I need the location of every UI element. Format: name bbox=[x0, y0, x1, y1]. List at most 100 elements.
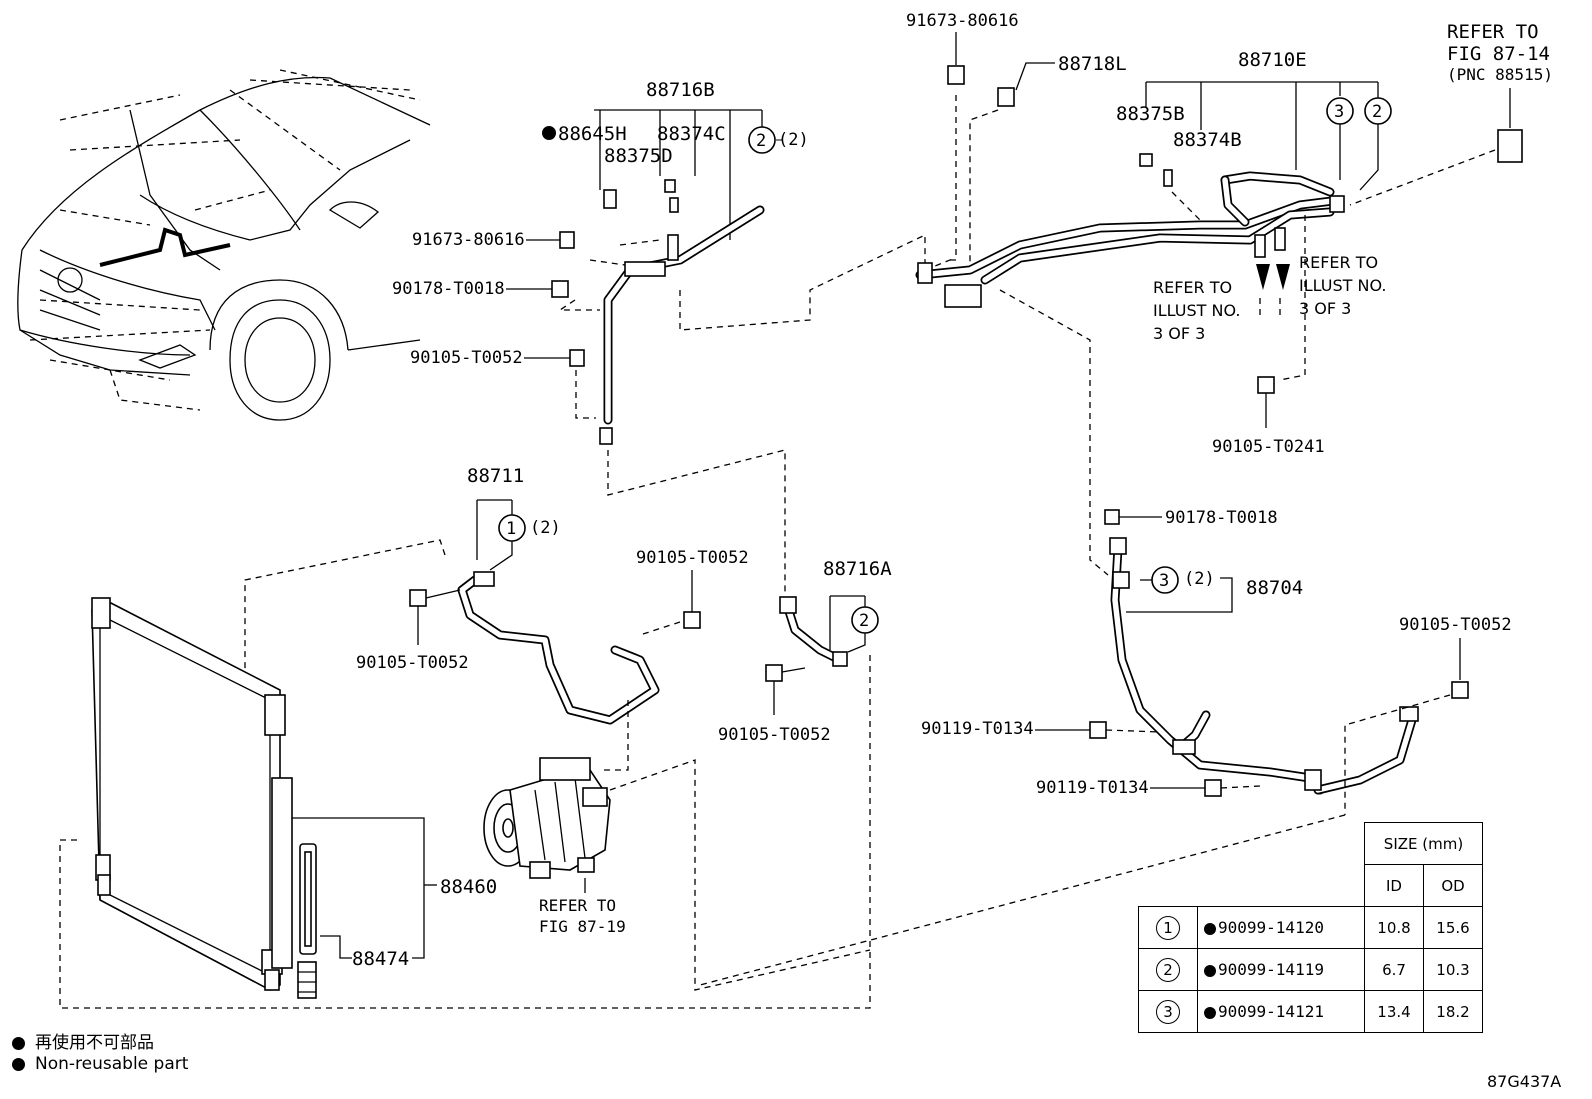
cap-part bbox=[1139, 153, 1153, 167]
valve-core-part bbox=[1163, 169, 1173, 187]
pipe-end bbox=[473, 571, 495, 587]
label-90119-T0134-a: 90119-T0134 bbox=[921, 719, 1034, 739]
bolt-part bbox=[947, 65, 965, 85]
bolt-part bbox=[569, 349, 585, 367]
pipe-end bbox=[1109, 537, 1127, 555]
size-header: SIZE (mm) bbox=[1364, 822, 1483, 865]
block-fitting bbox=[944, 284, 982, 308]
col-od-header: OD bbox=[1423, 864, 1483, 907]
col-id-header: ID bbox=[1364, 864, 1424, 907]
bolt-part bbox=[683, 611, 701, 629]
cap-part bbox=[664, 179, 676, 193]
non-reusable-dot bbox=[1204, 1006, 1216, 1019]
pnc-88515-text: (PNC 88515) bbox=[1447, 65, 1553, 84]
non-reusable-dot bbox=[12, 1036, 25, 1050]
three-of-three-text: 3 OF 3 bbox=[1299, 299, 1351, 318]
table-row: 2 90099-14119 6.7 10.3 bbox=[1138, 948, 1483, 991]
label-90105-T0052: 90105-T0052 bbox=[410, 348, 523, 368]
legend-text-jp: 再使用不可部品 bbox=[35, 1033, 154, 1053]
label-90105-T0052-e: 90105-T0052 bbox=[1399, 615, 1512, 635]
label-88711: 88711 bbox=[467, 465, 524, 487]
table-row: 3 90099-14121 13.4 18.2 bbox=[1138, 990, 1483, 1033]
label-90119-T0134-b: 90119-T0134 bbox=[1036, 778, 1149, 798]
bolt-part bbox=[1204, 779, 1222, 797]
fig-87-19-text: FIG 87-19 bbox=[539, 917, 626, 936]
label-88460: 88460 bbox=[440, 876, 497, 898]
pipe-end bbox=[1399, 706, 1419, 722]
bolt-part bbox=[1257, 376, 1275, 394]
figure-code: 87G437A bbox=[1487, 1072, 1562, 1091]
illust-no-text: ILLUST NO. bbox=[1153, 301, 1240, 320]
service-port bbox=[1254, 234, 1266, 258]
group-88711: 88711 1 (2) 90105-T0052 90105-T0052 bbox=[244, 465, 749, 771]
refer-to-text: REFER TO bbox=[539, 896, 616, 915]
id-value: 10.8 bbox=[1364, 906, 1424, 949]
bolt-part bbox=[409, 589, 427, 607]
pipe-bracket bbox=[624, 261, 666, 277]
od-value: 18.2 bbox=[1423, 990, 1483, 1033]
pipe-end bbox=[599, 427, 613, 445]
refer-to-text: REFER TO bbox=[1299, 253, 1378, 272]
refer-to-text: REFER TO bbox=[1447, 21, 1539, 43]
fig-87-14-text: FIG 87-14 bbox=[1447, 43, 1550, 65]
legend-text-en: Non-reusable part bbox=[35, 1054, 189, 1074]
label-90105-T0052-b: 90105-T0052 bbox=[356, 653, 469, 673]
label-88374B: 88374B bbox=[1173, 129, 1242, 151]
qty-label: (2) bbox=[778, 130, 809, 150]
circle-marker: 1 bbox=[1156, 915, 1180, 940]
circle-2-number: 2 bbox=[859, 611, 869, 631]
pipe-end bbox=[1329, 195, 1345, 213]
circle-3-number: 3 bbox=[1334, 102, 1344, 122]
sensor-part bbox=[603, 189, 617, 209]
label-88474: 88474 bbox=[352, 948, 409, 970]
circle-2-marker bbox=[748, 126, 776, 154]
label-88645H: 88645H bbox=[558, 123, 627, 145]
non-reusable-dot bbox=[1204, 922, 1216, 935]
label-90178-T0018-b: 90178-T0018 bbox=[1165, 508, 1278, 528]
pipe-block bbox=[1172, 739, 1196, 755]
pipe-end bbox=[917, 262, 933, 284]
vehicle-illustration bbox=[17, 69, 431, 421]
three-of-three-text: 3 OF 3 bbox=[1153, 324, 1205, 343]
service-valve bbox=[667, 234, 679, 261]
arrow-down-icon bbox=[1256, 264, 1270, 290]
condenser-assembly: 88460 88474 bbox=[91, 597, 497, 999]
group-88710E: 91673-80616 88718L 88710E 88375B 88374B … bbox=[906, 11, 1553, 576]
bolt-part bbox=[559, 231, 575, 249]
circle-marker: 2 bbox=[1156, 957, 1180, 982]
legend-line-en: Non-reusable part bbox=[12, 1054, 188, 1074]
group-88716A: 88716A 2 90105-T0052 bbox=[59, 558, 892, 1009]
od-value: 10.3 bbox=[1423, 948, 1483, 991]
nut-part bbox=[1104, 509, 1120, 525]
circle-marker: 3 bbox=[1156, 999, 1180, 1024]
pipe-block bbox=[1304, 769, 1322, 791]
non-reusable-dot bbox=[1204, 964, 1216, 977]
refer-to-text: REFER TO bbox=[1153, 278, 1232, 297]
label-90105-T0241: 90105-T0241 bbox=[1212, 437, 1325, 457]
qty-label: (2) bbox=[530, 518, 561, 538]
label-88716B: 88716B bbox=[646, 79, 715, 101]
bolt-part bbox=[1451, 681, 1469, 699]
circle-3-number: 3 bbox=[1159, 571, 1169, 591]
circle-2-number: 2 bbox=[756, 131, 766, 151]
label-88375B: 88375B bbox=[1116, 103, 1185, 125]
label-90105-T0052-d: 90105-T0052 bbox=[718, 725, 831, 745]
non-reusable-dot bbox=[12, 1057, 25, 1071]
id-value: 6.7 bbox=[1364, 948, 1424, 991]
part-number: 90099-14121 bbox=[1218, 1002, 1324, 1021]
valve-core-part bbox=[669, 197, 679, 213]
table-row: 1 90099-14120 10.8 15.6 bbox=[1138, 906, 1483, 949]
compressor: REFER TO FIG 87-19 bbox=[483, 757, 871, 991]
pipe-end bbox=[1112, 571, 1130, 589]
label-88375D: 88375D bbox=[604, 145, 673, 167]
circle-2-number: 2 bbox=[1372, 102, 1382, 122]
qty-label: (2) bbox=[1184, 569, 1215, 589]
pressure-switch bbox=[1497, 129, 1523, 163]
bolt-part bbox=[1089, 721, 1107, 739]
pipe-end bbox=[832, 651, 848, 667]
clip-part bbox=[997, 87, 1015, 107]
label-90178-T0018: 90178-T0018 bbox=[392, 279, 505, 299]
circle-1-number: 1 bbox=[506, 519, 516, 539]
label-91673-80616-b: 91673-80616 bbox=[906, 11, 1019, 31]
